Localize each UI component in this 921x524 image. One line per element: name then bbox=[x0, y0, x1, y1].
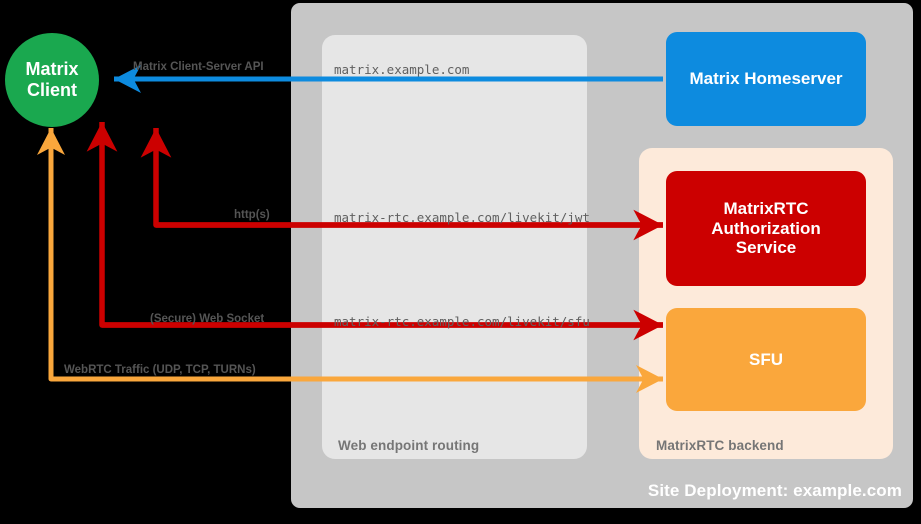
node-matrix-homeserver[interactable]: Matrix Homeserver bbox=[666, 32, 866, 126]
node-sfu-label: SFU bbox=[749, 349, 783, 369]
edge-label-http: http(s) bbox=[234, 209, 270, 221]
endpoint-matrix-rtc-livekit-sfu: matrix-rtc.example.com/livekit/sfu bbox=[334, 314, 590, 329]
endpoint-matrix-example-com: matrix.example.com bbox=[334, 62, 470, 77]
caption-site-deployment: Site Deployment: example.com bbox=[647, 481, 902, 500]
node-sfu[interactable]: SFU bbox=[666, 308, 866, 411]
edge-label-webrtc-traffic: WebRTC Traffic (UDP, TCP, TURNs) bbox=[64, 364, 256, 376]
node-matrix-client-line1: Matrix bbox=[25, 59, 79, 80]
node-matrix-homeserver-label: Matrix Homeserver bbox=[689, 69, 843, 89]
caption-web-endpoint-routing: Web endpoint routing bbox=[338, 438, 480, 453]
node-authsvc-line2: Authorization bbox=[711, 218, 821, 238]
node-matrixrtc-authorization-service[interactable]: MatrixRTC Authorization Service bbox=[666, 171, 866, 286]
node-authsvc-line3: Service bbox=[735, 238, 797, 258]
node-authsvc-line1: MatrixRTC bbox=[723, 198, 809, 218]
caption-matrixrtc-backend: MatrixRTC backend bbox=[656, 438, 784, 453]
node-matrix-client[interactable]: Matrix Client bbox=[5, 33, 99, 127]
panel-web-endpoint-routing bbox=[322, 35, 587, 459]
node-matrix-client-line2: Client bbox=[26, 80, 77, 100]
edge-label-secure-web-socket: (Secure) Web Socket bbox=[150, 313, 265, 325]
endpoint-matrix-rtc-livekit-jwt: matrix-rtc.example.com/livekit/jwt bbox=[334, 210, 590, 225]
edge-label-matrix-client-server-api: Matrix Client-Server API bbox=[133, 61, 264, 73]
